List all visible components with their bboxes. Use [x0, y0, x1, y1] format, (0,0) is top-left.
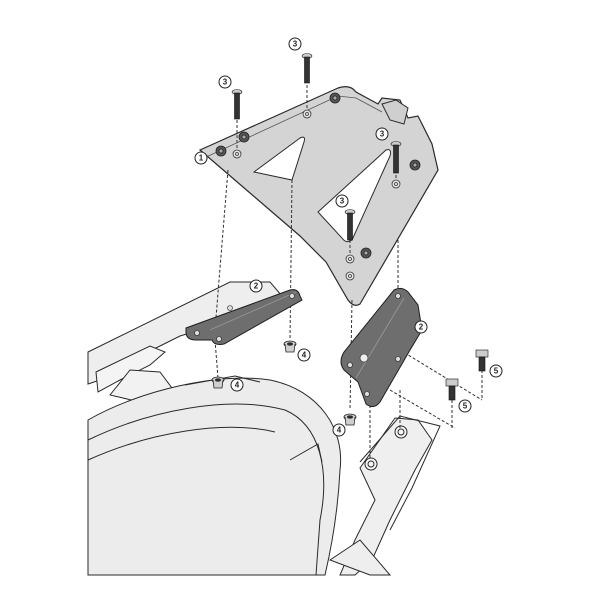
bolt-icon	[231, 89, 243, 120]
svg-text:2: 2	[254, 282, 259, 291]
assembly-guide-lines	[214, 80, 483, 460]
callout-c1: 1	[194, 151, 208, 165]
hex-bolt-icon	[445, 378, 459, 401]
right-bracket	[340, 287, 423, 408]
bolt-icon	[390, 141, 402, 174]
svg-text:1: 1	[199, 154, 204, 163]
bushing	[215, 92, 421, 259]
svg-text:3: 3	[380, 130, 385, 139]
motorcycle-rear	[87, 281, 441, 576]
callout-c4b: 4	[230, 378, 244, 392]
hex-bolts	[445, 349, 489, 401]
callout-c4a: 4	[297, 348, 311, 362]
svg-text:3: 3	[223, 78, 228, 87]
callout-c5b: 5	[458, 399, 472, 413]
callout-c4c: 4	[332, 423, 346, 437]
nut-icon	[343, 413, 357, 426]
callouts: 1 2 2 3 3 3 3 4 4 4 5 5	[194, 37, 503, 437]
callout-c5a: 5	[489, 364, 503, 378]
svg-text:4: 4	[235, 381, 240, 390]
rack-plate	[198, 86, 439, 306]
callout-c3c: 3	[375, 127, 389, 141]
svg-text:4: 4	[302, 351, 307, 360]
hex-bolt-icon	[475, 349, 489, 372]
bolt-icon	[344, 209, 356, 241]
flange-nuts	[211, 340, 357, 426]
callout-c2b: 2	[414, 320, 428, 334]
callout-c3b: 3	[288, 37, 302, 51]
callout-c3a: 3	[218, 75, 232, 89]
nut-icon	[211, 376, 225, 389]
bolt-icon	[301, 53, 313, 84]
callout-c3d: 3	[335, 194, 349, 208]
nut-icon	[283, 340, 297, 353]
countersunk-bolts	[231, 53, 402, 241]
svg-text:3: 3	[340, 197, 345, 206]
svg-text:4: 4	[337, 426, 342, 435]
callout-c2a: 2	[249, 279, 263, 293]
svg-text:5: 5	[463, 402, 468, 411]
svg-text:2: 2	[419, 323, 424, 332]
svg-text:3: 3	[293, 40, 298, 49]
left-bracket	[185, 289, 303, 345]
svg-text:5: 5	[494, 367, 499, 376]
